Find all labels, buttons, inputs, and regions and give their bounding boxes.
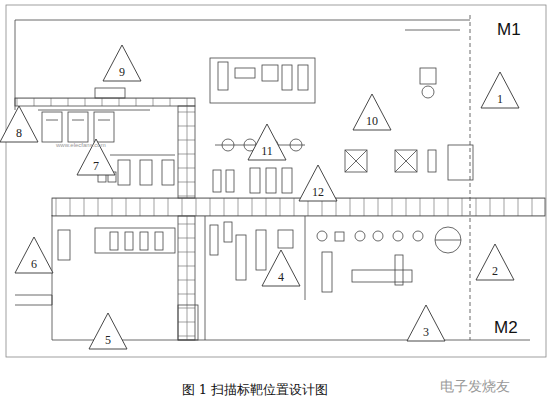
target-triangle: 10 (352, 93, 392, 131)
target-number: 12 (298, 186, 338, 198)
target-triangle: 8 (0, 105, 39, 143)
target-number: 9 (102, 66, 142, 78)
target-triangle: 1 (480, 71, 520, 109)
target-triangle: 3 (406, 304, 446, 342)
target-number: 10 (352, 115, 392, 127)
figure-caption: 图 1 扫描标靶位置设计图 (182, 381, 329, 399)
target-triangle: 6 (14, 236, 54, 274)
target-number: 5 (88, 334, 128, 346)
corner-mark: M1 (497, 20, 521, 40)
corner-mark: M2 (494, 318, 518, 338)
target-number: 8 (0, 127, 39, 139)
target-triangle: 5 (88, 312, 128, 350)
target-triangle: 4 (261, 249, 301, 287)
target-triangle: 11 (247, 123, 287, 161)
target-number: 2 (475, 265, 515, 277)
target-number: 7 (76, 160, 116, 172)
target-triangle: 2 (475, 243, 515, 281)
target-number: 1 (480, 93, 520, 105)
target-number: 6 (14, 258, 54, 270)
watermark: www.elecfans.com (56, 142, 106, 148)
target-triangle: 9 (102, 44, 142, 82)
target-number: 3 (406, 326, 446, 338)
target-number: 11 (247, 145, 287, 157)
target-triangle: 12 (298, 164, 338, 202)
target-number: 4 (261, 271, 301, 283)
watermark: 电子发烧友 (440, 378, 510, 396)
